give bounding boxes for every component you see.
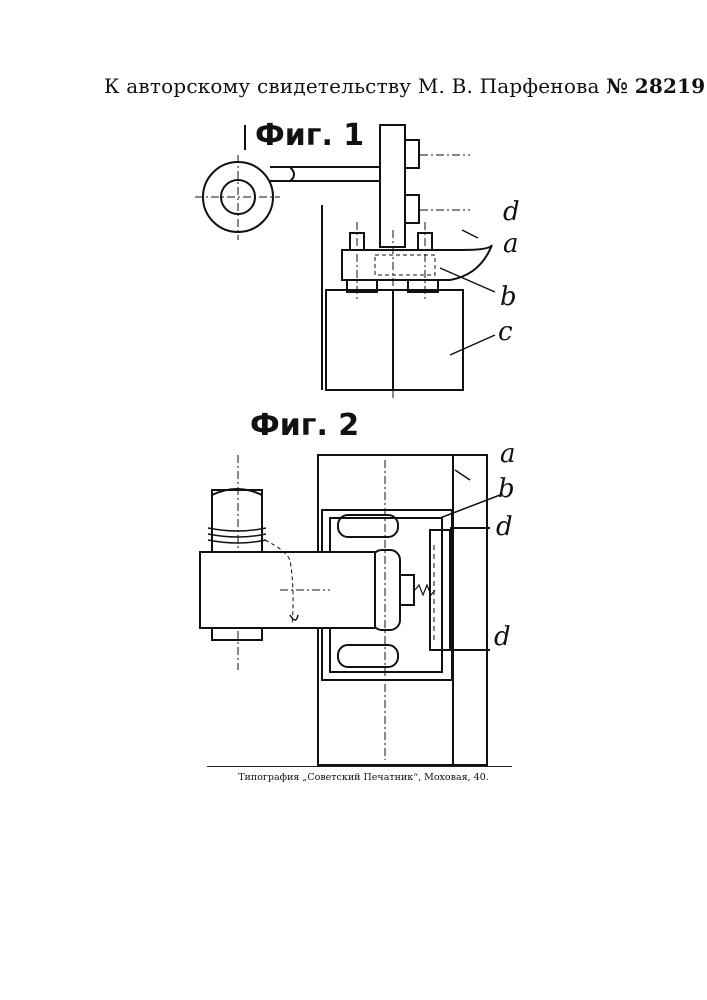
figure-2-title: Фиг. 2	[250, 408, 359, 443]
figure-1-title: Фиг. 1	[255, 118, 364, 153]
figure-1: Фиг. 1 d a b c	[195, 118, 520, 400]
label-d-lower: d	[494, 622, 511, 652]
footer-rule	[207, 766, 512, 767]
label-d: d	[503, 197, 520, 227]
printer-imprint: Типография „Советский Печатник“, Моховая…	[0, 772, 707, 783]
label-b: b	[500, 282, 517, 312]
label-a: a	[500, 439, 516, 469]
figure-2: Фиг. 2 a b d d	[200, 408, 516, 765]
label-c: c	[498, 317, 513, 347]
label-a: a	[503, 229, 519, 259]
label-b: b	[498, 474, 515, 504]
label-d-upper: d	[496, 512, 513, 542]
